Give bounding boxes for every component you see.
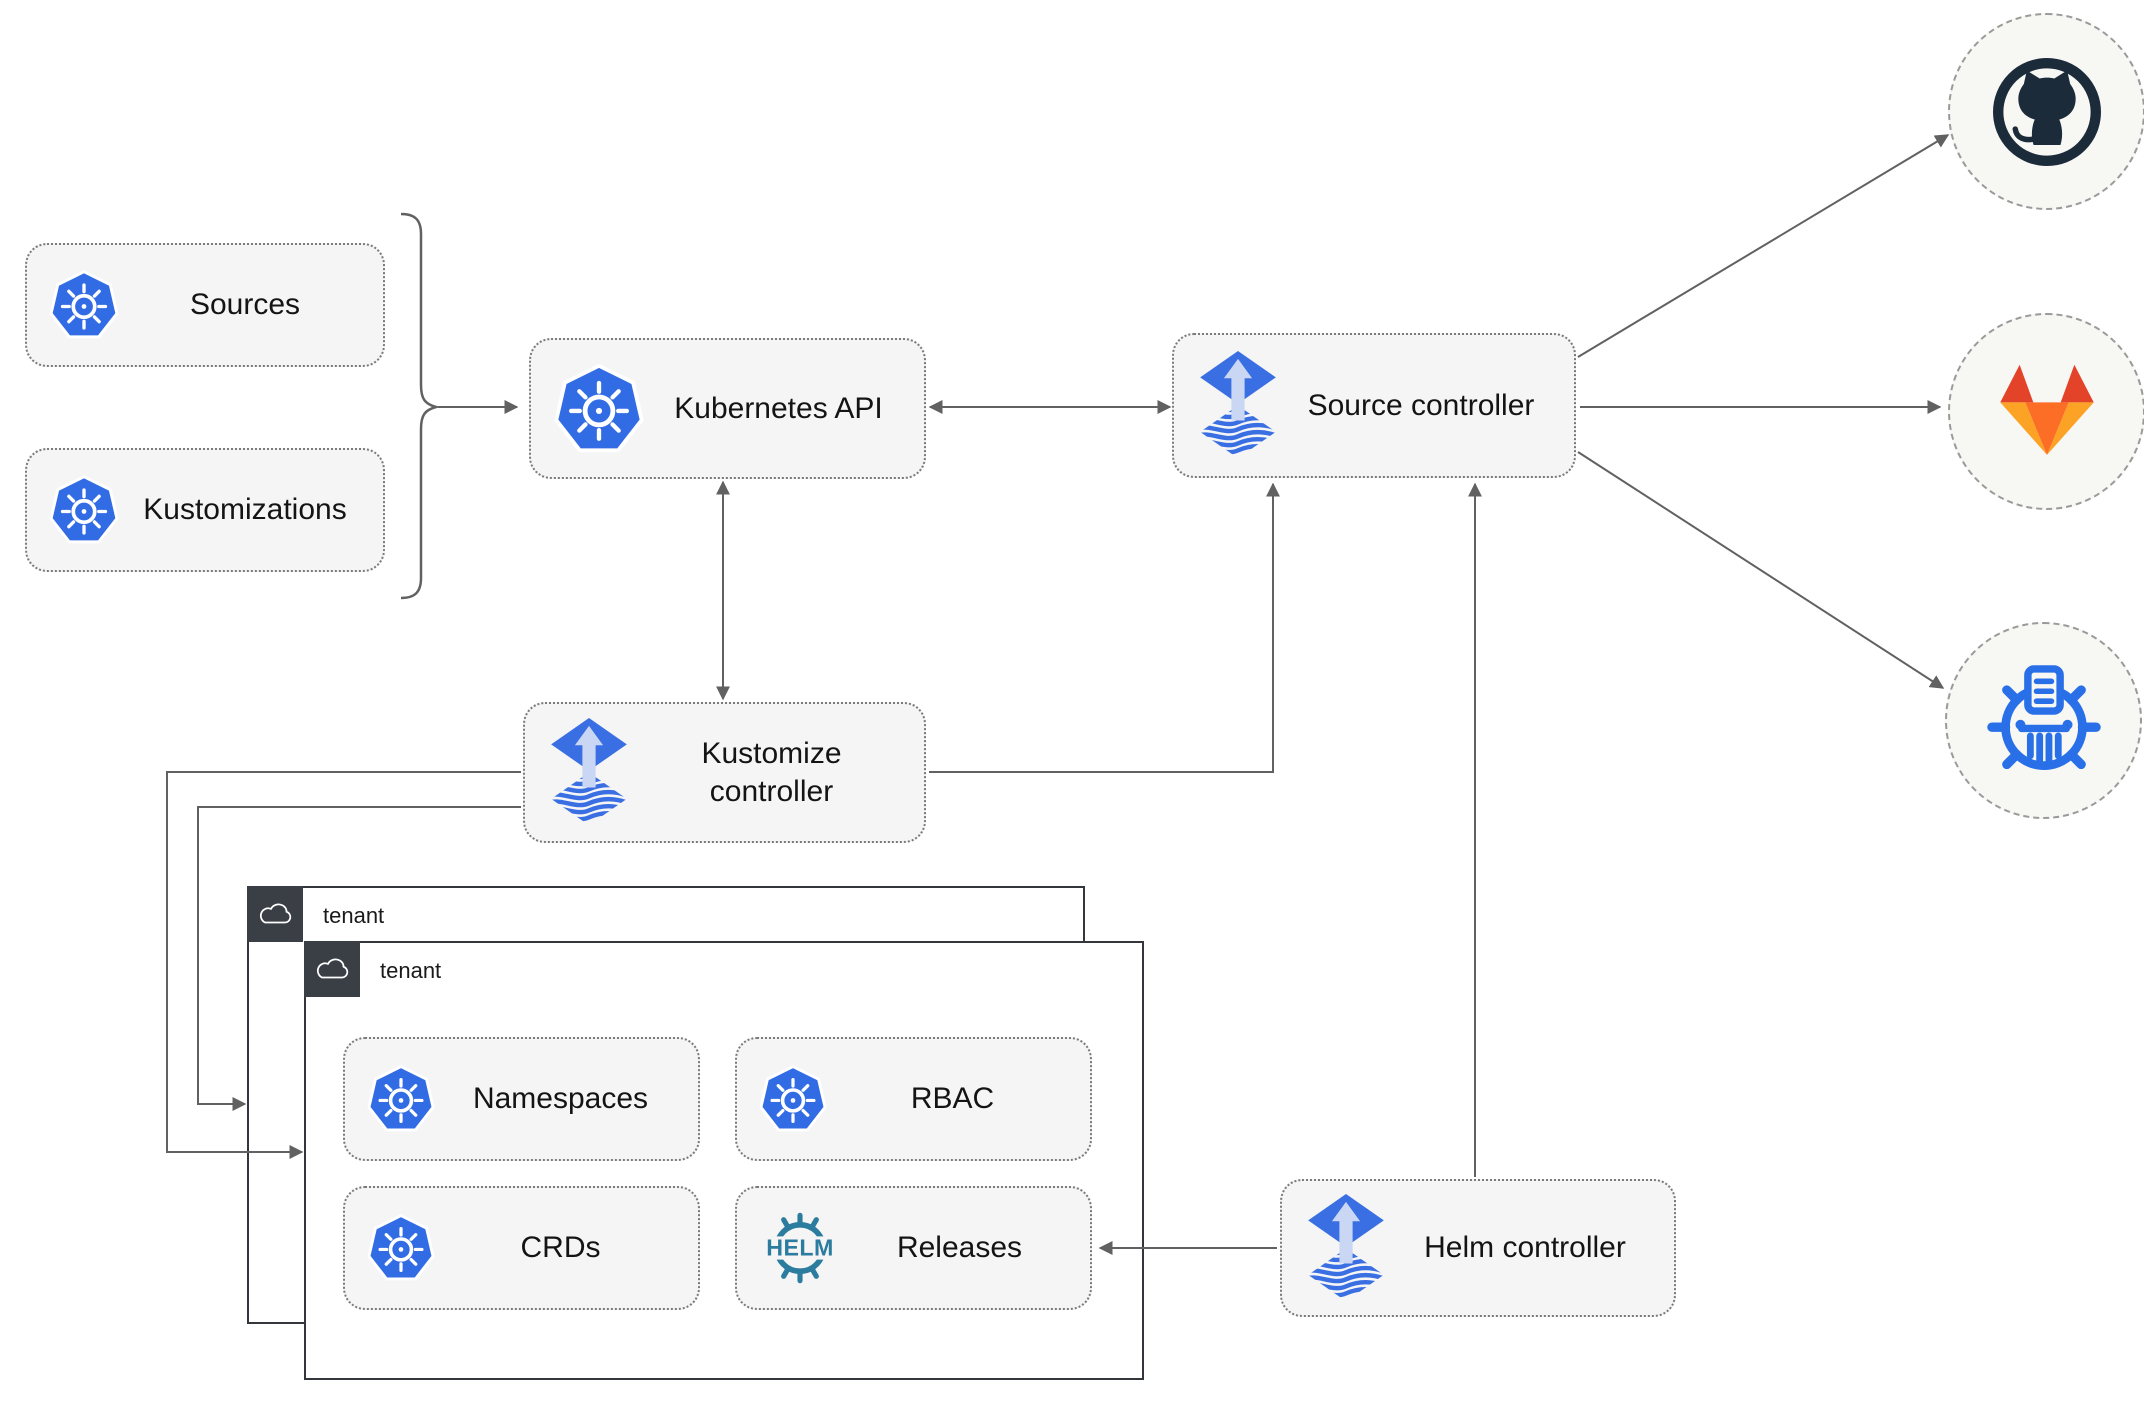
gitlab-tanuki-icon bbox=[1999, 364, 2094, 455]
kubernetes-icon bbox=[47, 268, 121, 342]
chart-repository-columns-icon bbox=[1986, 664, 2101, 770]
kustomize-controller-label: Kustomize controller bbox=[701, 737, 842, 808]
kubernetes-icon bbox=[757, 1063, 829, 1135]
tenant-corner-badge bbox=[247, 886, 303, 942]
kubernetes-api-label: Kubernetes API bbox=[674, 391, 883, 425]
kustomizations-label: Kustomizations bbox=[143, 493, 347, 527]
rbac-node: RBAC bbox=[735, 1037, 1092, 1161]
tenant-label: tenant bbox=[323, 903, 385, 928]
releases-node: Releases bbox=[735, 1186, 1092, 1310]
crds-node: CRDs bbox=[343, 1186, 700, 1310]
flux-icon bbox=[1194, 350, 1282, 461]
edge-source-controller-github bbox=[1577, 134, 1950, 358]
crds-label: CRDs bbox=[520, 1231, 601, 1265]
tenant-label: tenant bbox=[380, 958, 442, 983]
helm-icon bbox=[757, 1205, 843, 1291]
edge-sources-brace bbox=[400, 212, 441, 600]
kubernetes-api-node: Kubernetes API bbox=[529, 338, 926, 479]
kubernetes-icon bbox=[365, 1212, 437, 1284]
github-repository bbox=[1948, 13, 2144, 210]
cloud-icon bbox=[314, 957, 350, 981]
namespaces-node: Namespaces bbox=[343, 1037, 700, 1161]
cloud-icon bbox=[257, 902, 293, 926]
github-octocat-icon bbox=[1992, 57, 2101, 166]
helm-repository bbox=[1945, 622, 2142, 819]
source-controller-label: Source controller bbox=[1307, 388, 1535, 422]
flux-icon bbox=[1302, 1193, 1390, 1304]
edge-kustomize-controller-source-controller bbox=[929, 482, 1280, 773]
kubernetes-icon bbox=[551, 361, 647, 457]
tenant-corner-badge bbox=[304, 941, 360, 997]
namespaces-label: Namespaces bbox=[472, 1082, 649, 1116]
kubernetes-icon bbox=[47, 473, 121, 547]
helm-controller-node: Helm controller bbox=[1280, 1179, 1676, 1317]
kubernetes-icon bbox=[365, 1063, 437, 1135]
helm-controller-label: Helm controller bbox=[1424, 1231, 1626, 1265]
rbac-label: RBAC bbox=[910, 1082, 995, 1116]
sources-label: Sources bbox=[189, 288, 301, 322]
releases-label: Releases bbox=[896, 1231, 1023, 1265]
kustomize-controller-node: Kustomize controller bbox=[523, 702, 926, 843]
edge-source-controller-helm-repository bbox=[1577, 451, 1945, 689]
sources-node: Sources bbox=[25, 243, 385, 367]
flux-icon bbox=[545, 717, 633, 828]
gitlab-repository bbox=[1948, 313, 2144, 510]
source-controller-node: Source controller bbox=[1172, 333, 1576, 478]
kustomizations-node: Kustomizations bbox=[25, 448, 385, 572]
